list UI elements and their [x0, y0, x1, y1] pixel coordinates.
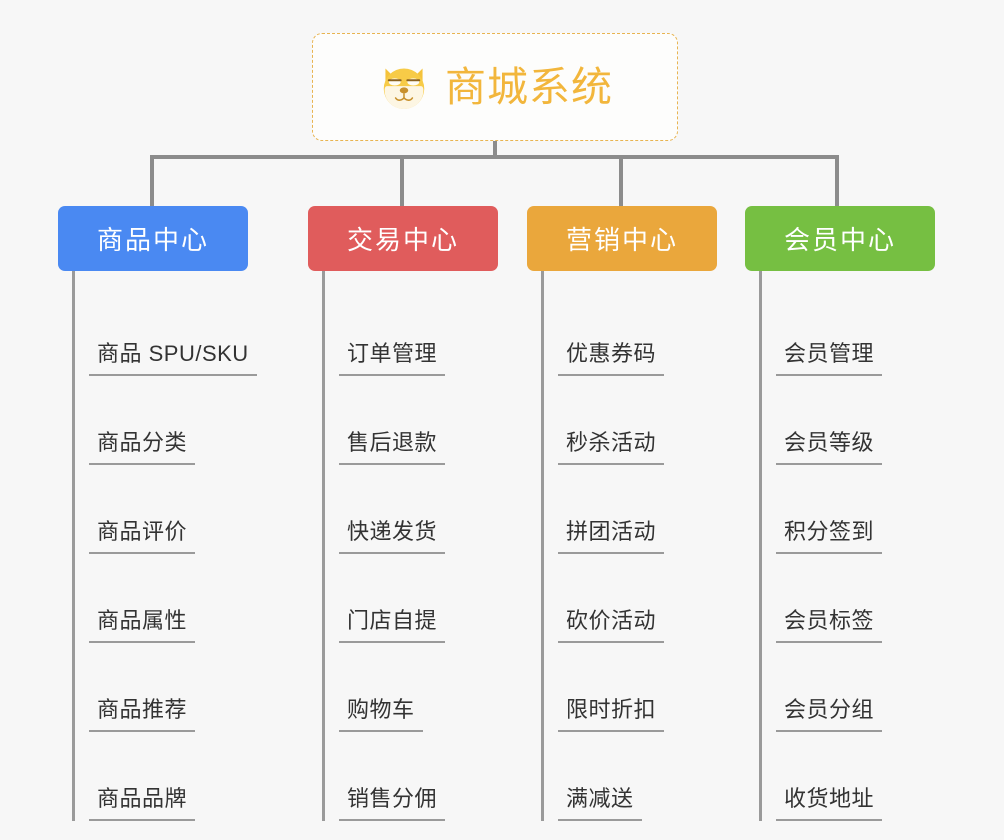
- branch-items-4: 会员管理会员等级积分签到会员标签会员分组收货地址: [759, 271, 935, 821]
- sub-item-label: 商品评价: [89, 514, 196, 554]
- sub-item[interactable]: 优惠券码: [544, 287, 717, 376]
- sub-item[interactable]: 收货地址: [762, 732, 935, 821]
- branch-column-4: 会员中心 会员管理会员等级积分签到会员标签会员分组收货地址: [745, 206, 935, 821]
- sub-item-label: 会员管理: [776, 336, 883, 376]
- sub-item[interactable]: 秒杀活动: [544, 376, 717, 465]
- sub-item-label: 销售分佣: [339, 781, 446, 821]
- sub-item[interactable]: 满减送: [544, 732, 717, 821]
- root-node[interactable]: 商城系统: [312, 33, 678, 141]
- sub-item-label: 秒杀活动: [558, 425, 665, 465]
- sub-item[interactable]: 购物车: [325, 643, 498, 732]
- sub-item-label: 快递发货: [339, 514, 446, 554]
- branch-items-3: 优惠券码秒杀活动拼团活动砍价活动限时折扣满减送: [541, 271, 717, 821]
- root-title: 商城系统: [445, 63, 613, 110]
- sub-item-label: 收货地址: [776, 781, 883, 821]
- sub-item[interactable]: 售后退款: [325, 376, 498, 465]
- connector-horizontal-bus: [150, 155, 839, 159]
- branch-header-4[interactable]: 会员中心: [745, 206, 935, 271]
- sub-item[interactable]: 快递发货: [325, 465, 498, 554]
- sub-item-label: 积分签到: [776, 514, 883, 554]
- branch-header-3[interactable]: 营销中心: [527, 206, 717, 271]
- branch-items-2: 订单管理售后退款快递发货门店自提购物车销售分佣: [322, 271, 498, 821]
- branch-header-1[interactable]: 商品中心: [58, 206, 248, 271]
- dog-face-icon: [383, 68, 425, 109]
- branch-column-3: 营销中心 优惠券码秒杀活动拼团活动砍价活动限时折扣满减送: [527, 206, 717, 821]
- sub-item[interactable]: 限时折扣: [544, 643, 717, 732]
- sub-item-label: 商品 SPU/SKU: [89, 336, 257, 376]
- sub-item-label: 会员分组: [776, 692, 883, 732]
- sub-item[interactable]: 商品品牌: [75, 732, 248, 821]
- branch-items-1: 商品 SPU/SKU 商品分类商品评价商品属性商品推荐商品品牌: [72, 271, 257, 821]
- sub-item-label: 限时折扣: [558, 692, 665, 732]
- sub-item[interactable]: 商品分类: [75, 376, 248, 465]
- sub-item[interactable]: 商品属性: [75, 554, 248, 643]
- sub-item-label: 订单管理: [339, 336, 446, 376]
- sub-item-label: 满减送: [558, 781, 642, 821]
- sub-item[interactable]: 商品评价: [75, 465, 248, 554]
- sub-item[interactable]: 会员管理: [762, 287, 935, 376]
- branch-header-2[interactable]: 交易中心: [308, 206, 498, 271]
- sub-item-label: 门店自提: [339, 603, 446, 643]
- sub-item-label: 售后退款: [339, 425, 446, 465]
- connector-drop-1: [150, 155, 154, 208]
- sub-item-label: 砍价活动: [558, 603, 665, 643]
- sub-item-label: 会员等级: [776, 425, 883, 465]
- sub-item[interactable]: 会员标签: [762, 554, 935, 643]
- sub-item[interactable]: 积分签到: [762, 465, 935, 554]
- sub-item[interactable]: 商品推荐: [75, 643, 248, 732]
- connector-drop-4: [835, 155, 839, 208]
- sub-item[interactable]: 会员分组: [762, 643, 935, 732]
- branch-column-2: 交易中心 订单管理售后退款快递发货门店自提购物车销售分佣: [308, 206, 498, 821]
- sub-item-label: 商品属性: [89, 603, 196, 643]
- sub-item[interactable]: 销售分佣: [325, 732, 498, 821]
- branch-column-1: 商品中心 商品 SPU/SKU 商品分类商品评价商品属性商品推荐商品品牌: [58, 206, 257, 821]
- connector-drop-2: [400, 155, 404, 208]
- sub-item-label: 商品品牌: [89, 781, 196, 821]
- sub-item[interactable]: 砍价活动: [544, 554, 717, 643]
- sub-item[interactable]: 门店自提: [325, 554, 498, 643]
- sub-item-label: 商品推荐: [89, 692, 196, 732]
- sub-item[interactable]: 订单管理: [325, 287, 498, 376]
- sub-item[interactable]: 商品 SPU/SKU: [75, 287, 257, 376]
- sub-item-label: 优惠券码: [558, 336, 665, 376]
- sub-item-label: 购物车: [339, 692, 423, 732]
- connector-drop-3: [619, 155, 623, 208]
- connector-root-stem: [493, 141, 497, 158]
- sub-item-label: 会员标签: [776, 603, 883, 643]
- sub-item[interactable]: 拼团活动: [544, 465, 717, 554]
- sub-item-label: 商品分类: [89, 425, 196, 465]
- sub-item[interactable]: 会员等级: [762, 376, 935, 465]
- sub-item-label: 拼团活动: [558, 514, 665, 554]
